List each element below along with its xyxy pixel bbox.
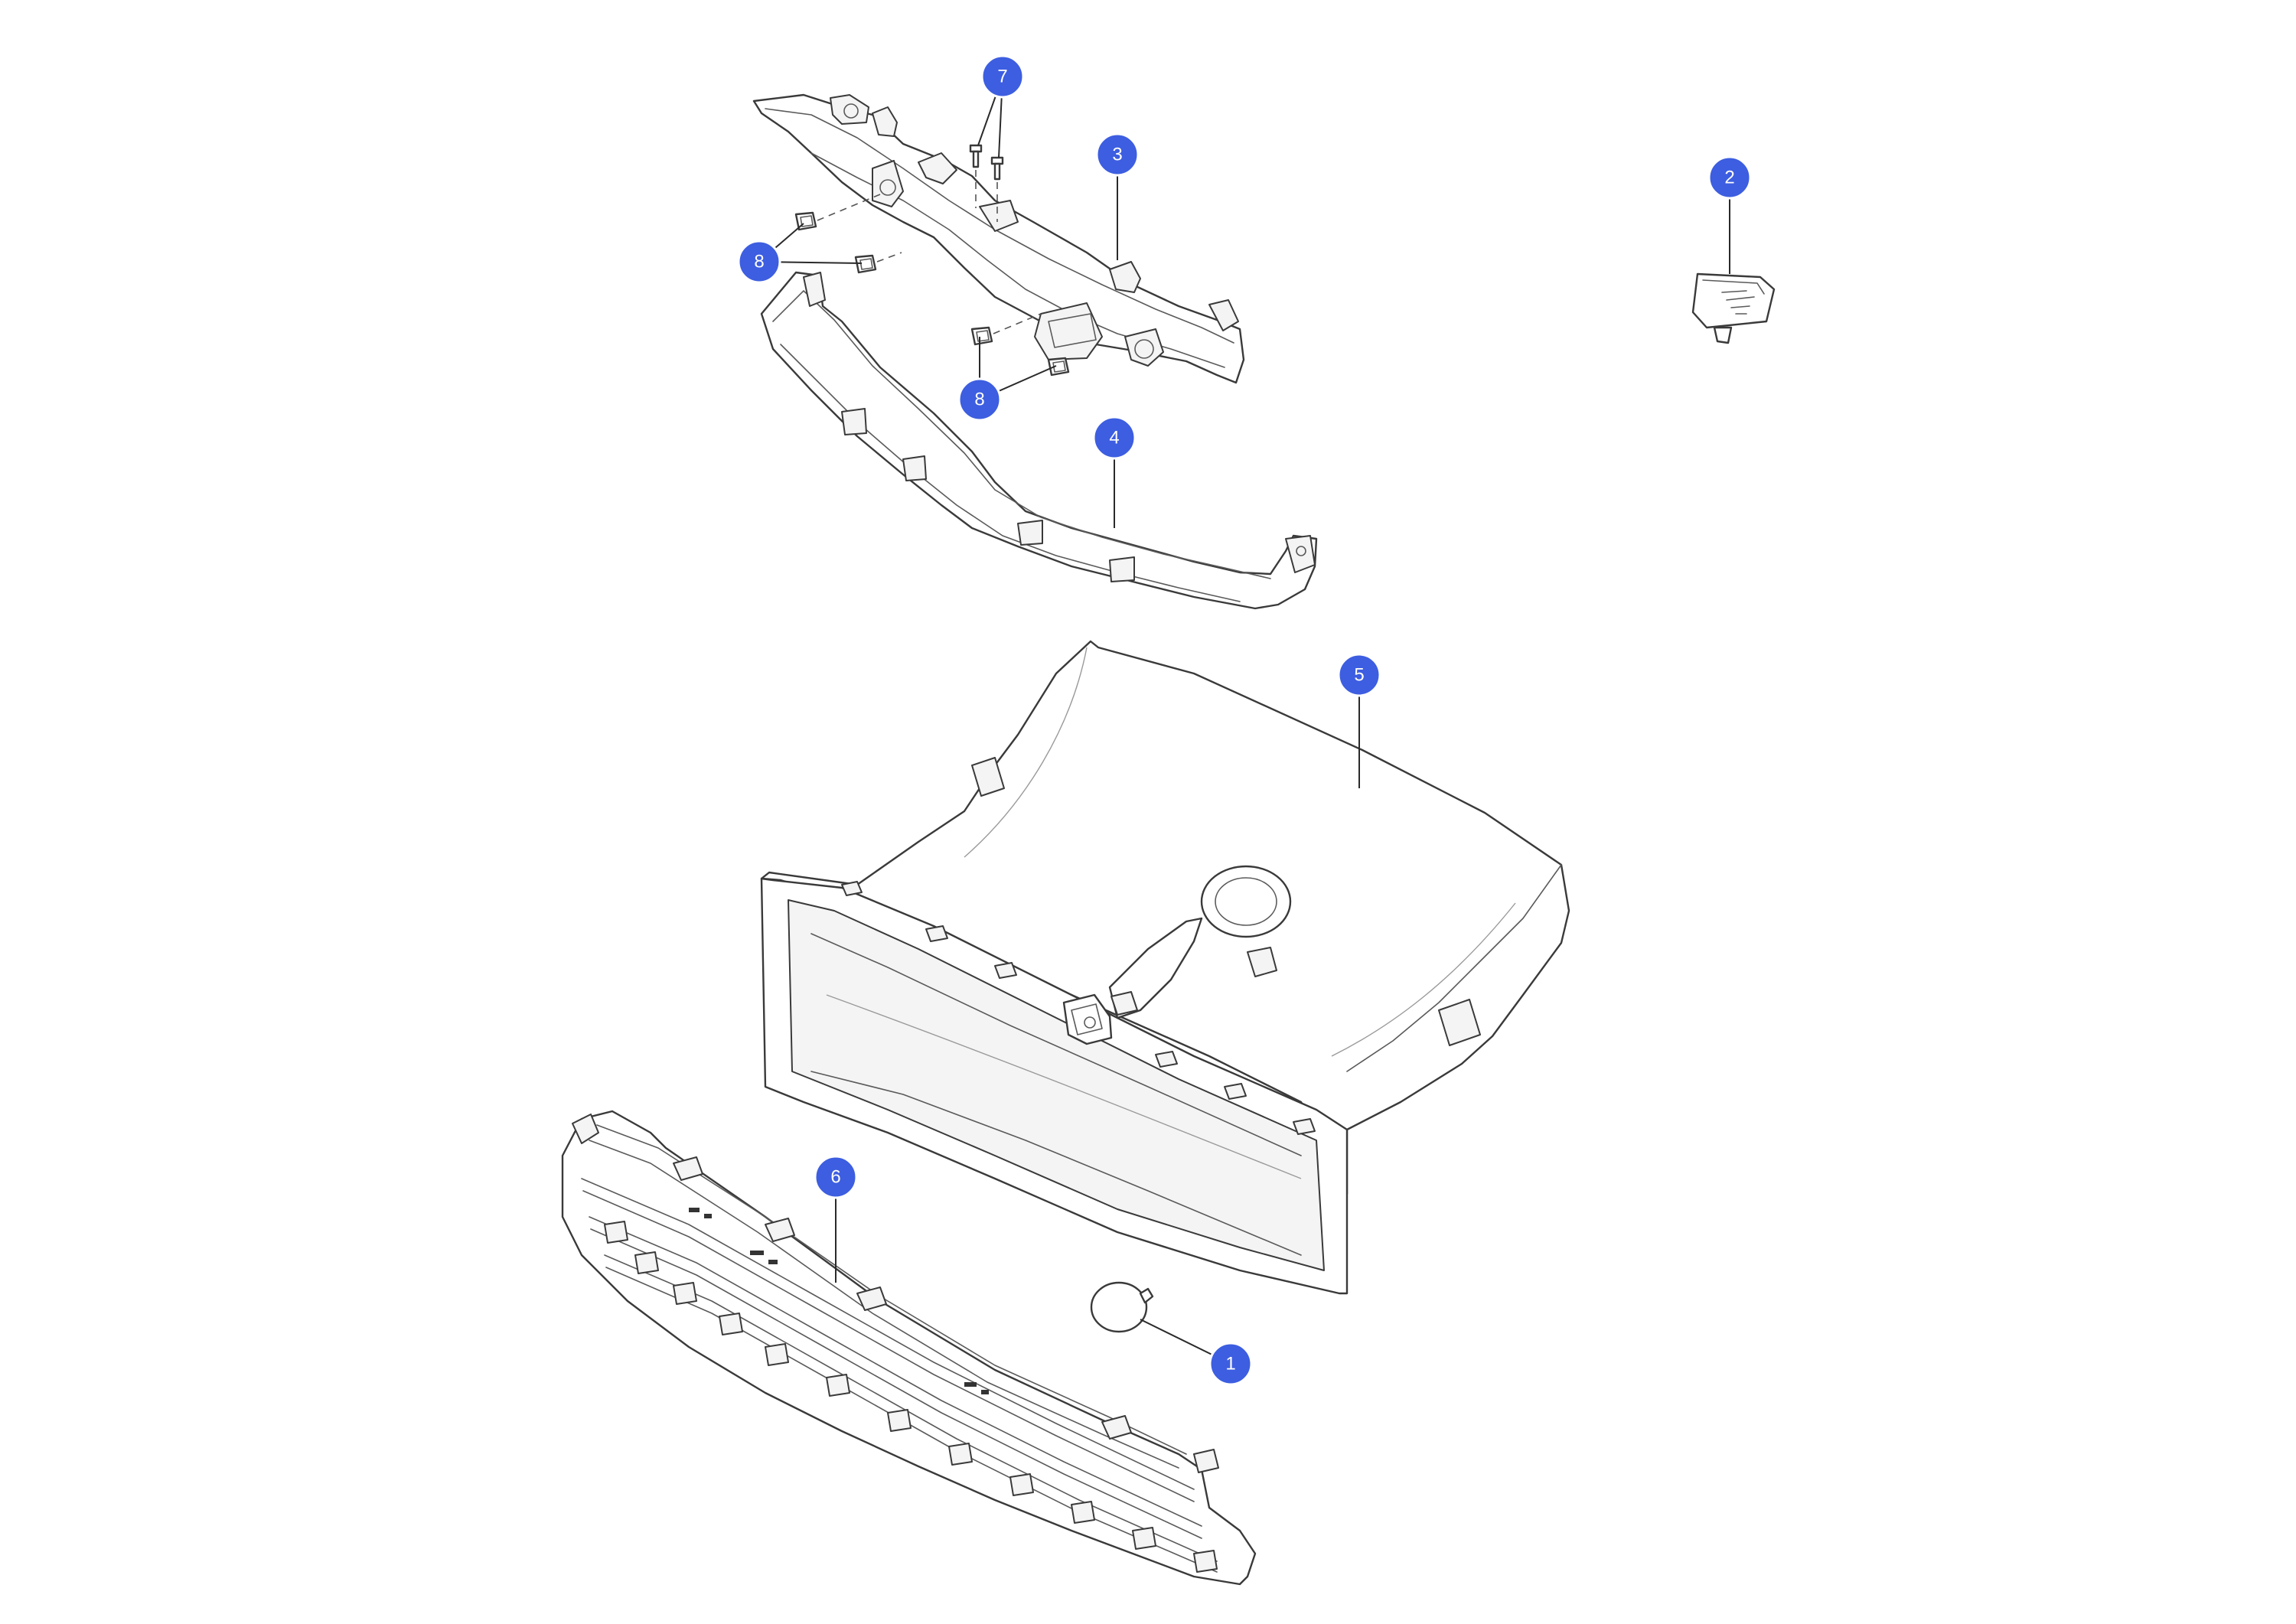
callouts: 7 3 2 8 8 4 5 6 [737,54,1752,1386]
part-6-lower-grille [561,1110,1257,1586]
clip-nut-upper-2 [854,254,877,274]
part-4-lower-support-beam [760,271,1318,610]
callout-1[interactable]: 1 [1208,1342,1253,1386]
svg-text:6: 6 [830,1167,840,1188]
clip-nut-lower-2 [1047,357,1070,377]
svg-text:2: 2 [1724,168,1734,188]
callout-7[interactable]: 7 [980,54,1025,99]
part-2-label-clip [1691,272,1776,344]
screw-left [969,144,983,168]
clip-nut-lower-1 [970,326,993,346]
callout-5[interactable]: 5 [1337,653,1381,697]
screw-right [990,156,1004,181]
part-1-round-cap [1090,1281,1154,1333]
svg-text:4: 4 [1109,428,1119,448]
callout-8-lower[interactable]: 8 [957,377,1002,422]
part-7-screws [969,144,1004,222]
grille-markings [689,1208,989,1394]
callout-2[interactable]: 2 [1707,155,1752,200]
svg-text:3: 3 [1112,145,1122,165]
part-8-clip-nuts [794,194,1070,377]
svg-text:7: 7 [997,67,1007,87]
callout-8-upper[interactable]: 8 [737,240,781,284]
svg-text:8: 8 [974,390,984,410]
callout-4[interactable]: 4 [1092,416,1137,460]
callout-6[interactable]: 6 [814,1155,858,1199]
svg-text:8: 8 [754,252,764,272]
part-5-air-duct [760,640,1570,1295]
part-3-upper-support-beam [752,93,1245,384]
svg-text:1: 1 [1225,1354,1235,1375]
svg-text:5: 5 [1354,665,1364,686]
callout-3[interactable]: 3 [1095,132,1140,177]
